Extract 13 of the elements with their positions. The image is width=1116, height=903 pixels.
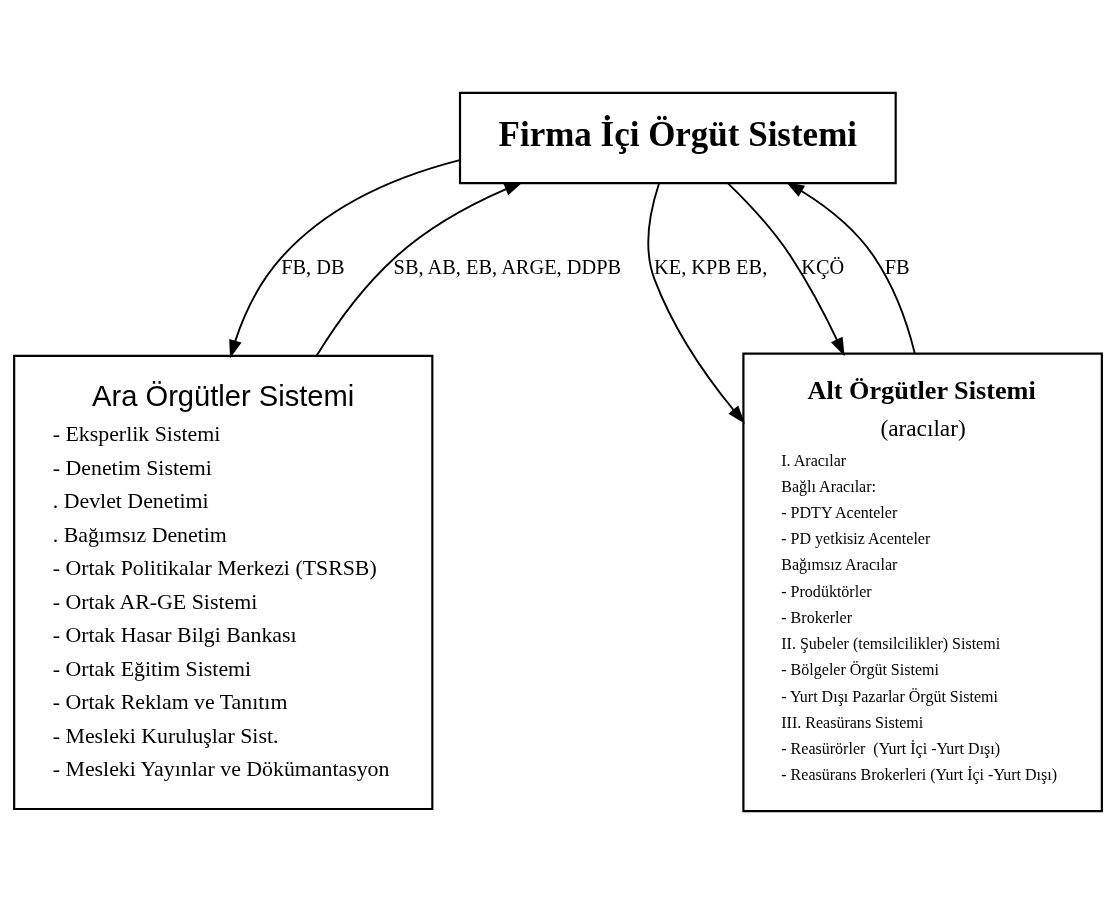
- edge-label: FB: [884, 255, 910, 278]
- edge-label: KÇÖ: [801, 255, 845, 278]
- arrow: [647, 182, 746, 424]
- node-box: Alt Örgütler Sistemi (aracılar) I. Aracılar Bağlı Aracılar: - PDTY Acenteler - PD yetkisiz Acenteler Bağımsız Aracılar - Prodüktörler - Brokerler II. Şubeler (temsilcilikler) Sistemi - Bölgeler Örgüt Sistemi - Yurt Dışı Pazarlar Örgüt Sistemi III. Reasürans Sistemi - Reasürörler (Yurt İçi -Yurt Dışı) - Reasürans Brokerleri (Yurt İçi -Yurt Dışı): [742, 352, 1103, 812]
- edge-label: SB, AB, EB, ARGE, DDPB: [393, 255, 622, 278]
- node-box: Firma İçi Örgüt Sistemi: [458, 91, 897, 184]
- arrow: [727, 182, 845, 356]
- edge-label: FB, DB: [281, 255, 345, 278]
- edge-label: KE, KPB EB,: [654, 255, 768, 278]
- arrow: [315, 181, 523, 356]
- arrow: [229, 158, 461, 358]
- arrow: [786, 181, 916, 354]
- node-box: Ara Örgütler Sistemi - Eksperlik Sistemi - Denetim Sistemi . Devlet Denetimi . Bağımsız Denetim - Ortak Politikalar Merkezi (TSRSB) - Ortak AR-GE Sistemi - Ortak Hasar Bilgi Bankası - Ortak Eğitim Sistemi - Ortak Reklam ve Tanıtım - Mesleki Kuruluşlar Sist. - Mesleki Yayınlar ve Dökümantasyon: [13, 354, 434, 810]
